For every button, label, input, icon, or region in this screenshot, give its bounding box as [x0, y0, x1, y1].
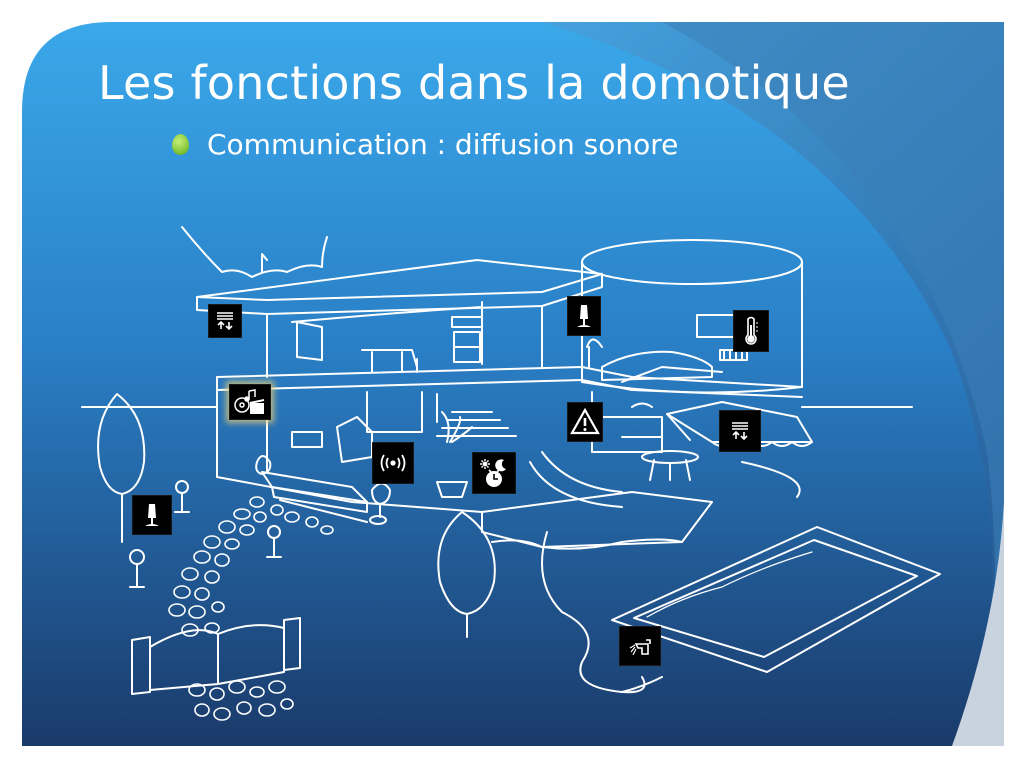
slide: Les fonctions dans la domotique Communic…: [22, 22, 1004, 746]
bullet-text: Communication : diffusion sonore: [207, 128, 679, 161]
shutter-icon-terrace[interactable]: [719, 410, 761, 452]
bullet-item: Communication : diffusion sonore: [172, 128, 678, 161]
slide-title: Les fonctions dans la domotique: [98, 56, 850, 110]
watering-icon-garden[interactable]: [619, 626, 661, 666]
wireless-icon: [380, 454, 406, 472]
house-illustration: [81, 226, 941, 721]
alarm-icon: [570, 407, 600, 435]
bullet-dot-icon: [172, 134, 189, 155]
music-icon-living-room[interactable]: [229, 384, 271, 420]
watering-icon: [629, 639, 651, 656]
music-icon: [234, 389, 265, 414]
thermometer-icon-bedroom[interactable]: [733, 310, 769, 352]
alarm-icon-kitchen[interactable]: [567, 402, 603, 442]
shutter-icon-upstairs[interactable]: [208, 304, 242, 338]
lamp-icon: [145, 504, 159, 526]
day-night-timer-icon[interactable]: [472, 452, 516, 494]
wireless-icon-ground-floor[interactable]: [372, 442, 414, 484]
shutter-icon: [732, 422, 748, 441]
day-night-timer-icon: [480, 459, 506, 487]
lamp-icon-garden[interactable]: [132, 495, 172, 535]
thermometer-icon: [745, 316, 758, 345]
shutter-icon: [217, 312, 233, 331]
lamp-icon-bedroom[interactable]: [567, 296, 601, 336]
lamp-icon: [577, 305, 591, 327]
